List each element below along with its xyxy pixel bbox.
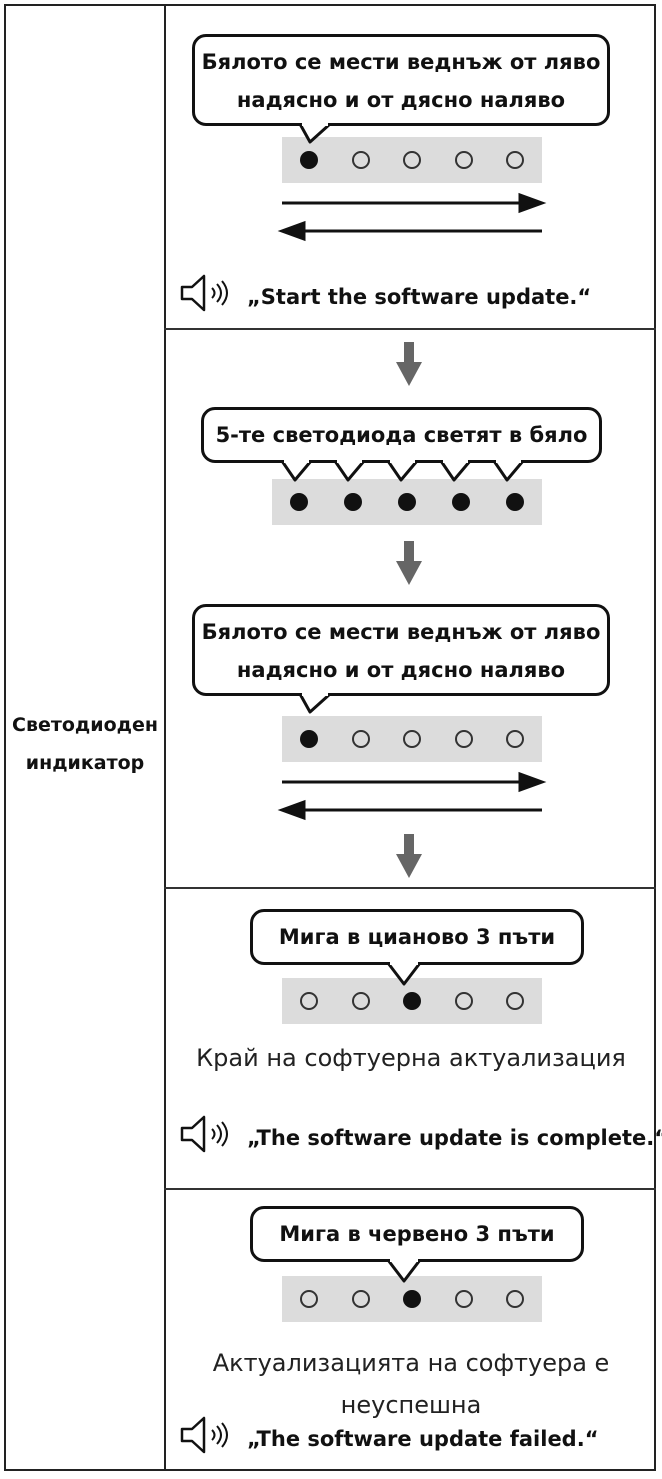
led-lit bbox=[452, 493, 470, 511]
row-divider bbox=[164, 328, 656, 330]
led-bar bbox=[282, 978, 542, 1024]
led-lit bbox=[403, 992, 421, 1010]
led-lit bbox=[300, 730, 318, 748]
led-unlit bbox=[300, 992, 318, 1010]
bubble-tail bbox=[386, 1259, 422, 1283]
led-unlit bbox=[351, 992, 370, 1010]
voice-prompt: „Start the software update.“ bbox=[247, 285, 592, 309]
led-unlit bbox=[351, 151, 370, 169]
speaker-icon bbox=[180, 274, 228, 312]
bubble-text: Мига в цианово 3 пъти bbox=[278, 925, 556, 949]
voice-prompt: „The software update is complete.“ bbox=[247, 1126, 662, 1150]
instruction-bubble: Бялото се мести веднъж от ляво надясно и… bbox=[192, 34, 610, 126]
result-caption: Край на софтуерна актуализация bbox=[196, 1044, 626, 1072]
bubble-tail bbox=[386, 460, 419, 482]
row-header-line: индикатор bbox=[25, 752, 145, 774]
bubble-text: Мига в червено 3 пъти bbox=[279, 1222, 555, 1246]
led-unlit bbox=[300, 1290, 318, 1308]
left-arrow-icon bbox=[277, 799, 542, 821]
led-lit bbox=[300, 151, 318, 169]
instruction-bubble: Бялото се мести веднъж от ляво надясно и… bbox=[192, 604, 610, 696]
bubble-text-line: надясно и от дясно наляво bbox=[236, 88, 566, 112]
led-bar bbox=[282, 716, 542, 762]
speaker-icon bbox=[180, 1115, 228, 1153]
right-arrow-icon bbox=[282, 192, 547, 214]
led-unlit bbox=[403, 730, 421, 748]
led-unlit bbox=[506, 730, 524, 748]
led-unlit bbox=[454, 151, 473, 169]
caption-line: неуспешна bbox=[340, 1391, 482, 1419]
down-arrow-icon bbox=[396, 342, 422, 386]
led-lit bbox=[506, 493, 524, 511]
led-bar bbox=[282, 137, 542, 183]
down-arrow-icon bbox=[396, 541, 422, 585]
left-arrow-icon bbox=[277, 220, 542, 242]
led-lit bbox=[290, 493, 308, 511]
bubble-text: 5-те светодиода светят в бяло bbox=[215, 423, 588, 447]
bubble-tail bbox=[298, 692, 332, 714]
bubble-text-line: надясно и от дясно наляво bbox=[236, 658, 566, 682]
led-unlit bbox=[351, 730, 370, 748]
down-arrow-icon bbox=[396, 834, 422, 878]
bubble-tail bbox=[492, 460, 525, 482]
led-bar bbox=[282, 1276, 542, 1322]
led-unlit bbox=[506, 1290, 524, 1308]
bubble-tail bbox=[298, 122, 332, 144]
led-unlit bbox=[351, 1290, 370, 1308]
right-arrow-icon bbox=[282, 771, 547, 793]
bubble-tail bbox=[280, 460, 313, 482]
led-unlit bbox=[403, 151, 421, 169]
voice-prompt: „The software update failed.“ bbox=[247, 1427, 599, 1451]
bubble-text-line: Бялото се мести веднъж от ляво bbox=[201, 50, 601, 74]
row-divider bbox=[164, 1188, 656, 1190]
led-unlit bbox=[454, 992, 473, 1010]
bubble-tail bbox=[386, 962, 422, 986]
row-header: Светодиоден индикатор bbox=[6, 706, 164, 782]
bubble-tail bbox=[439, 460, 472, 482]
speaker-icon bbox=[180, 1416, 228, 1454]
row-divider bbox=[164, 887, 656, 889]
column-divider bbox=[164, 4, 166, 1471]
result-caption: Актуализацията на софтуера е неуспешна bbox=[166, 1342, 656, 1426]
led-unlit bbox=[506, 151, 524, 169]
caption-line: Актуализацията на софтуера е bbox=[212, 1349, 610, 1377]
table-frame bbox=[4, 4, 656, 1471]
led-lit bbox=[344, 493, 362, 511]
led-unlit bbox=[454, 730, 473, 748]
led-unlit bbox=[454, 1290, 473, 1308]
led-lit bbox=[398, 493, 416, 511]
led-bar bbox=[272, 479, 542, 525]
instruction-bubble: 5-те светодиода светят в бяло bbox=[201, 407, 602, 463]
led-unlit bbox=[506, 992, 524, 1010]
led-lit bbox=[403, 1290, 421, 1308]
bubble-tail bbox=[333, 460, 366, 482]
row-header-line: Светодиоден bbox=[12, 714, 158, 736]
bubble-text-line: Бялото се мести веднъж от ляво bbox=[201, 620, 601, 644]
